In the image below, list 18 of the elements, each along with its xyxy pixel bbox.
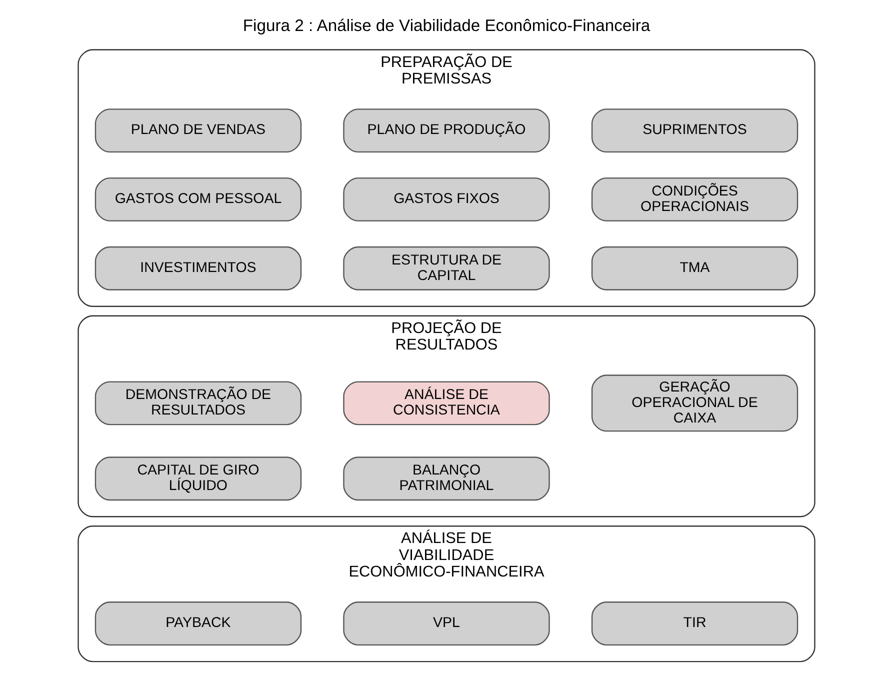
node-box: SUPRIMENTOS xyxy=(590,108,798,153)
node-box: TMA xyxy=(590,246,798,290)
node-box: BALANÇO PATRIMONIAL xyxy=(342,456,550,501)
node-box: CAPITAL DE GIRO LÍQUIDO xyxy=(94,456,302,501)
node-box: VPL xyxy=(342,602,550,646)
node-box: PAYBACK xyxy=(94,602,302,646)
node-box: TIR xyxy=(590,602,798,646)
node-box: ANÁLISE DE CONSISTENCIA xyxy=(342,381,550,426)
node-box: PLANO DE VENDAS xyxy=(94,108,302,153)
node-box: ESTRUTURA DE CAPITAL xyxy=(342,246,550,290)
node-box: CONDIÇÕES OPERACIONAIS xyxy=(590,177,798,222)
node-box: GERAÇÃO OPERACIONAL DE CAIXA xyxy=(590,374,798,432)
diagram-title: Figura 2 : Análise de Viabilidade Econômico-Financeira xyxy=(242,16,650,36)
node-box: PLANO DE PRODUÇÃO xyxy=(342,108,550,153)
node-box: GASTOS FIXOS xyxy=(342,177,550,222)
node-box: DEMONSTRAÇÃO DE RESULTADOS xyxy=(94,381,302,426)
node-box: GASTOS COM PESSOAL xyxy=(94,177,302,222)
node-box: INVESTIMENTOS xyxy=(94,246,302,290)
